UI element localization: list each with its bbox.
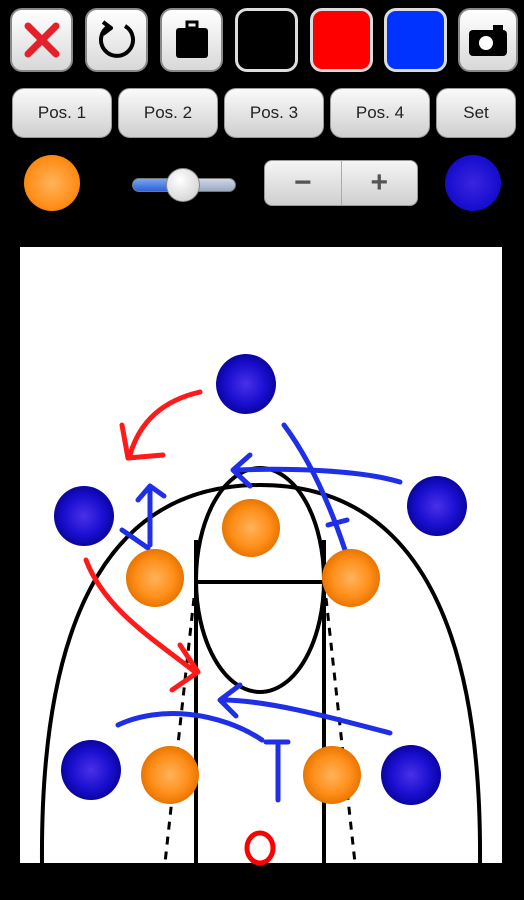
- minus-button[interactable]: −: [293, 166, 312, 199]
- offense-token[interactable]: [322, 549, 380, 607]
- offense-token[interactable]: [126, 549, 184, 607]
- close-icon: [24, 22, 59, 58]
- undo-icon: [98, 20, 135, 58]
- add-defense-token[interactable]: [445, 155, 501, 211]
- red-annotations: [83, 389, 203, 693]
- camera-button[interactable]: [458, 8, 518, 72]
- undo-button[interactable]: [85, 8, 148, 72]
- court-surface: [20, 247, 502, 863]
- pos2-button[interactable]: Pos. 2: [118, 88, 218, 138]
- slider-knob[interactable]: [166, 168, 200, 202]
- defense-token[interactable]: [407, 476, 467, 536]
- offense-token[interactable]: [222, 499, 280, 557]
- defense-token[interactable]: [54, 486, 114, 546]
- pos1-button[interactable]: Pos. 1: [12, 88, 112, 138]
- basket-ring: [244, 830, 276, 866]
- pos4-button[interactable]: Pos. 4: [330, 88, 430, 138]
- clear-button[interactable]: [10, 8, 73, 72]
- set-button[interactable]: Set: [436, 88, 516, 138]
- clipboard-button[interactable]: [160, 8, 223, 72]
- court-lines: [39, 466, 483, 864]
- pen-black-swatch[interactable]: [235, 8, 298, 72]
- blue-annotations: [115, 422, 403, 803]
- defense-token[interactable]: [61, 740, 121, 800]
- pos3-button[interactable]: Pos. 3: [224, 88, 324, 138]
- add-offense-token[interactable]: [24, 155, 80, 211]
- offense-token[interactable]: [141, 746, 199, 804]
- pen-red-swatch[interactable]: [310, 8, 373, 72]
- offense-token[interactable]: [303, 746, 361, 804]
- camera-icon: [469, 25, 507, 56]
- defense-token[interactable]: [216, 354, 276, 414]
- pen-blue-swatch[interactable]: [384, 8, 447, 72]
- zoom-stepper[interactable]: − +: [264, 160, 418, 206]
- briefcase-icon: [175, 20, 208, 58]
- defense-token[interactable]: [381, 745, 441, 805]
- plus-button[interactable]: +: [340, 161, 418, 205]
